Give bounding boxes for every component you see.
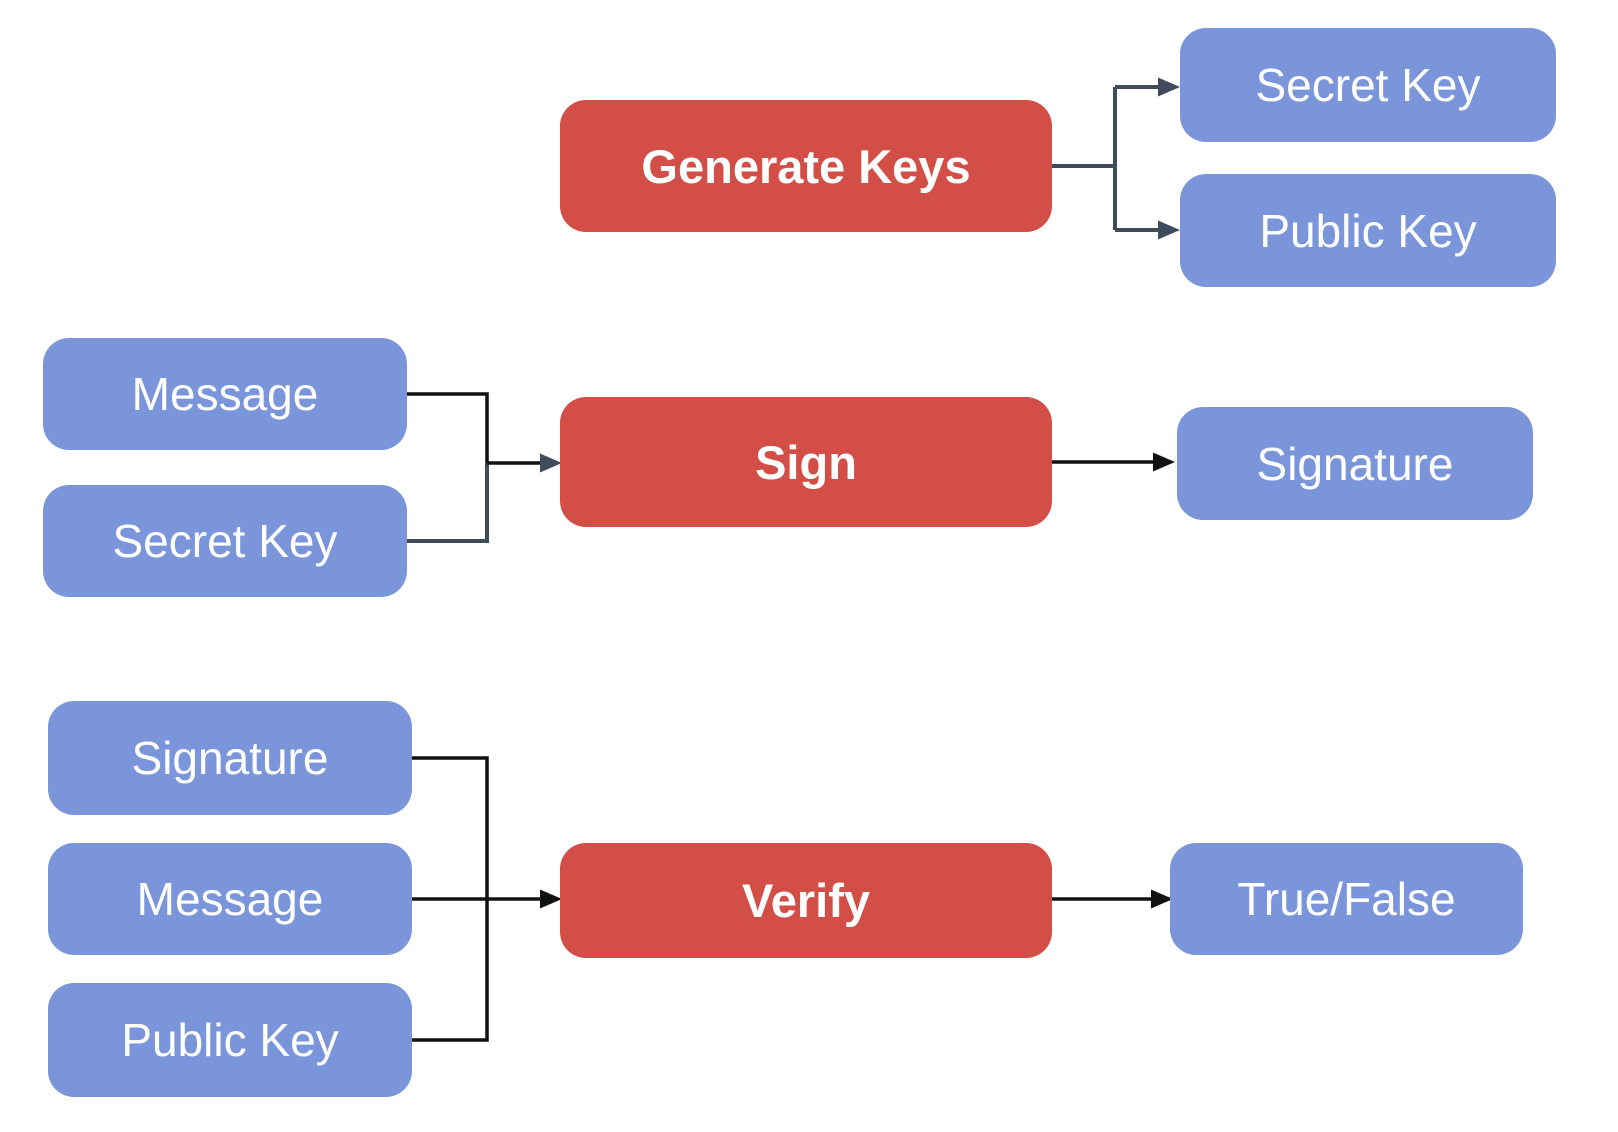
- secret-key-input-label: Secret Key: [112, 515, 338, 567]
- message-input-label: Message: [131, 368, 319, 420]
- generate-keys-box: Generate Keys: [560, 100, 1052, 232]
- arrowhead-to-public-key: [1158, 220, 1180, 240]
- generate-keys-label: Generate Keys: [641, 139, 971, 193]
- secret-key-output-box: Secret Key: [1180, 28, 1556, 142]
- arrowhead-to-verify: [540, 889, 562, 909]
- edge-secretkey-to-sign: [407, 463, 489, 543]
- sign-label: Sign: [755, 435, 857, 489]
- public-key-output-box: Public Key: [1180, 174, 1556, 287]
- sign-box: Sign: [560, 397, 1052, 527]
- message-verify-input-label: Message: [136, 873, 324, 925]
- edge-message-to-sign: [407, 392, 489, 463]
- arrowhead-to-signature: [1153, 452, 1175, 472]
- public-key-output-label: Public Key: [1259, 204, 1477, 257]
- secret-key-output-label: Secret Key: [1255, 59, 1481, 111]
- public-key-verify-input-label: Public Key: [121, 1014, 339, 1066]
- true-false-output-box: True/False: [1170, 843, 1523, 955]
- signature-output-box: Signature: [1177, 407, 1533, 520]
- public-key-verify-input-box: Public Key: [48, 983, 412, 1097]
- signature-verify-input-label: Signature: [131, 732, 329, 784]
- verify-label: Verify: [741, 874, 871, 927]
- message-verify-input-box: Message: [48, 843, 412, 955]
- signature-output-label: Signature: [1256, 437, 1454, 490]
- signature-verify-input-box: Signature: [48, 701, 412, 815]
- true-false-output-label: True/False: [1237, 873, 1456, 925]
- arrowhead-to-sign: [540, 453, 562, 473]
- message-input-box: Message: [43, 338, 407, 450]
- edge-generatekeys-to-keys: [1052, 85, 1158, 232]
- verify-box: Verify: [560, 843, 1052, 958]
- arrowhead-to-secret-key: [1158, 77, 1180, 97]
- edge-inputs-to-verify: [412, 756, 540, 1042]
- secret-key-input-box: Secret Key: [43, 485, 407, 597]
